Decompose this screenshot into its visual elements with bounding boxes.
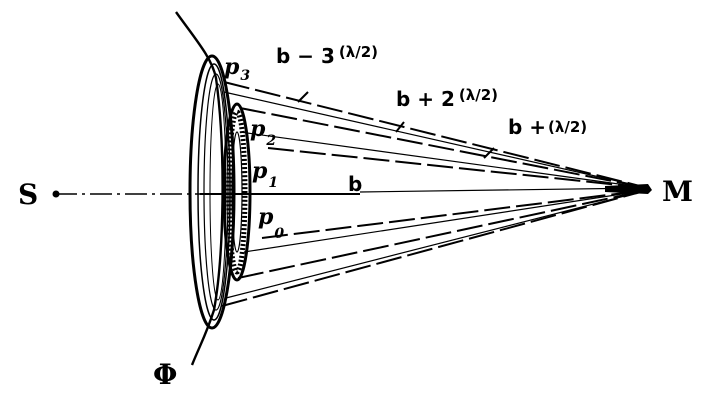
fresnel-zones-inner [222,102,252,282]
ray-lower-2 [225,189,649,299]
ray-p2-b [239,131,649,189]
focus-point [605,184,652,194]
path-label-b-plus-2: b + 2(λ/2) [396,86,498,111]
path-label-b-plus-1: b +(λ/2) [508,115,587,139]
source-label: S [18,178,38,211]
ray-p0-b [243,189,649,253]
source-dot [52,190,60,198]
central-distance-label: b [348,172,362,196]
observer-label: M [662,175,693,208]
leader-1 [297,91,309,103]
axis-to-m [359,187,646,193]
wavefront-label: Φ [153,358,177,391]
path-label-b-minus-3: b − 3(λ/2) [276,43,378,68]
ray-p2-inner [267,147,649,189]
leader-3 [483,147,495,159]
point-p3: p3 [224,54,250,84]
leader-2 [395,121,405,133]
point-p1: p1 [252,158,278,191]
ray-p3-b [223,91,649,189]
ray-p0 [261,189,649,239]
point-p0: p0 [258,204,284,242]
ray-lower-1 [237,189,649,279]
point-p2: p2 [250,116,276,149]
ray-p2 [239,107,649,189]
ray-p3 [223,81,649,189]
ray-lower-3 [221,189,649,307]
fresnel-zones-outer [188,54,236,330]
